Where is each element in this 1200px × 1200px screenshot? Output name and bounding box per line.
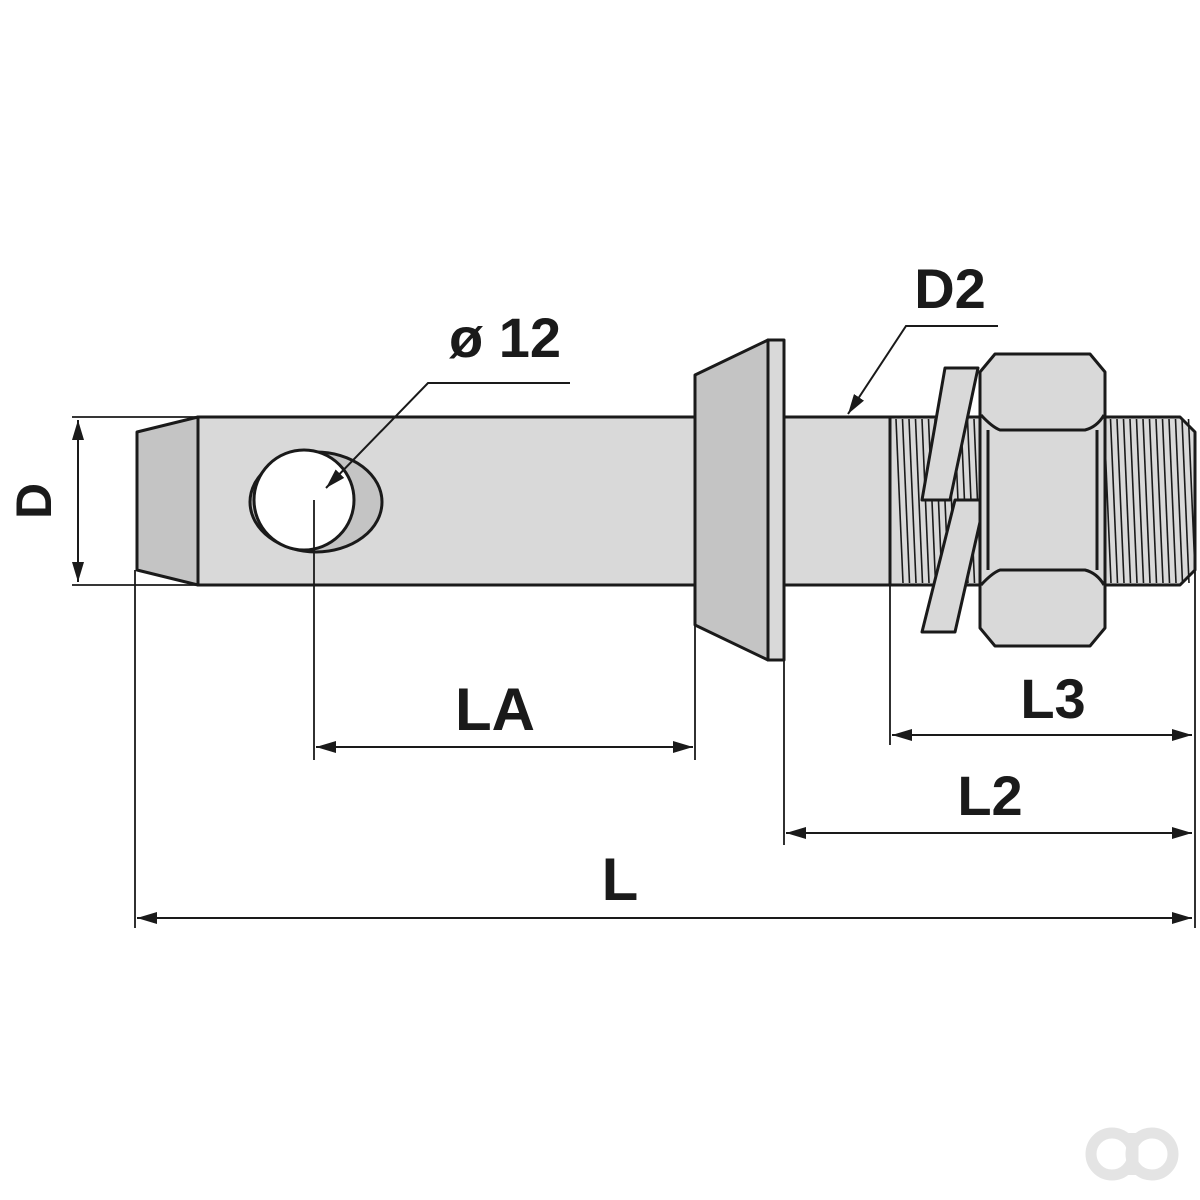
thread-line (1181, 418, 1190, 584)
thread-line (1116, 418, 1125, 584)
thread-line (895, 418, 904, 584)
label-l3: L3 (1020, 667, 1085, 730)
thread-line (1142, 418, 1151, 584)
dimension-lines (72, 420, 1192, 924)
thread-line (1109, 418, 1119, 584)
label-hole-diameter: ø 12 (449, 306, 561, 369)
thread-line (908, 418, 917, 584)
pin-shank (782, 415, 892, 587)
brand-logo-icon (1082, 1124, 1182, 1184)
pin-tip (135, 415, 200, 587)
label-l2: L2 (957, 764, 1022, 827)
thread-line (1148, 418, 1158, 584)
pin-collar-flange (766, 338, 786, 662)
label-d: D (6, 483, 62, 519)
thread-line (1161, 418, 1171, 584)
thread-line (901, 418, 911, 584)
thread-line (1168, 418, 1177, 584)
leader-hole (325, 382, 570, 489)
washer-lower-part (920, 498, 987, 634)
extension-lines (72, 416, 1196, 928)
washer-upper-part (920, 366, 980, 502)
thread-line (1187, 418, 1195, 584)
cross-hole (252, 448, 356, 552)
label-d2: D2 (914, 257, 986, 320)
label-la: LA (455, 676, 535, 743)
leader-d2 (847, 325, 998, 415)
nut-face-top (979, 413, 1106, 432)
thread-line (1155, 418, 1164, 584)
thread-line (1135, 418, 1145, 584)
thread-line (1122, 418, 1132, 584)
spring-washer (920, 366, 987, 634)
nut-outline (978, 352, 1107, 648)
nut-face-bottom (979, 568, 1106, 587)
thread-line (1129, 418, 1138, 584)
hex-nut (978, 352, 1107, 648)
leader-lines (325, 325, 998, 489)
pin-collar-cone (693, 338, 770, 662)
thread-line (914, 418, 924, 584)
thread-line (1174, 418, 1184, 584)
label-l: L (602, 846, 639, 913)
